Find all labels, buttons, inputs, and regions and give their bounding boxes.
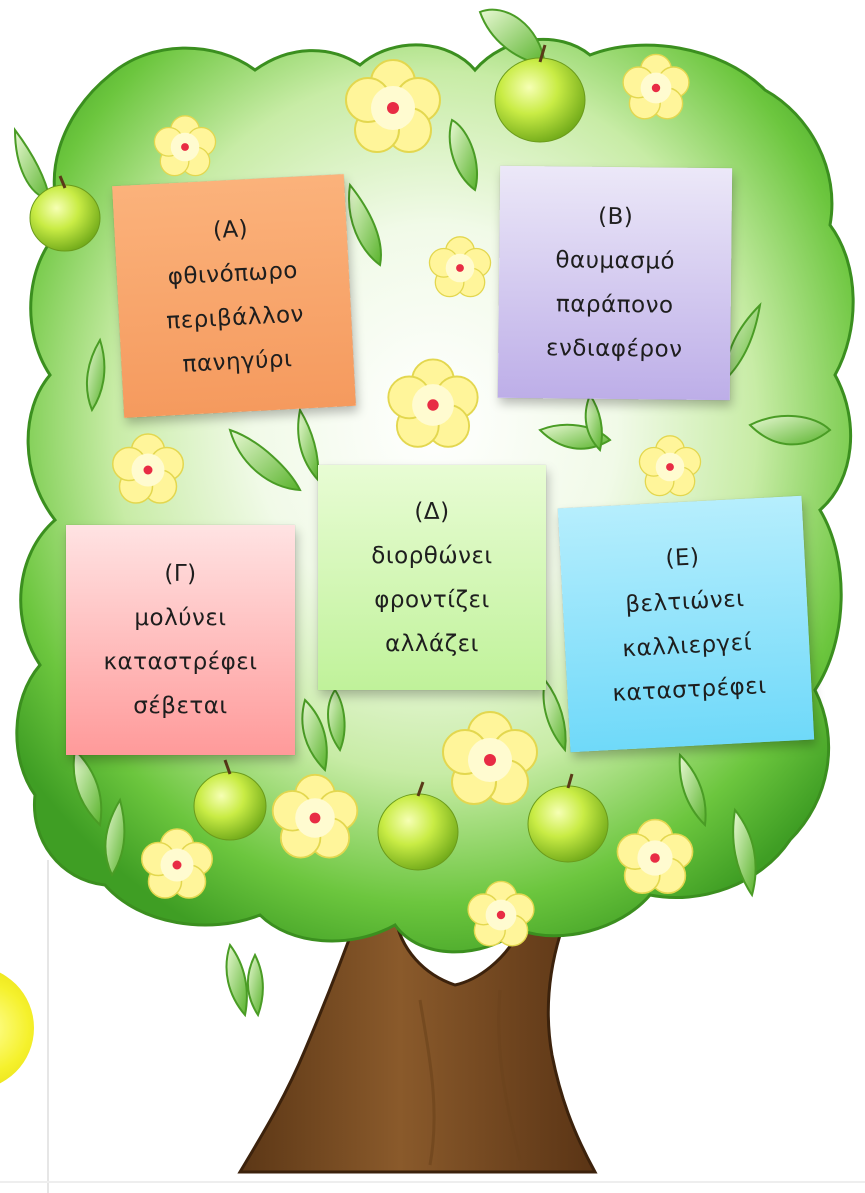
note-e: (Ε) βελτιώνει καλλιεργεί καταστρέφει — [557, 495, 815, 753]
flower-icon — [112, 53, 702, 947]
note-b-word-1: θαυμασμό — [555, 247, 676, 275]
note-d-word-2: φροντίζει — [374, 586, 490, 613]
note-d-label: (Δ) — [414, 498, 450, 525]
note-d-word-3: αλλάζει — [385, 630, 479, 657]
note-b-word-3: ενδιαφέρον — [545, 335, 683, 363]
note-e-word-3: καταστρέφει — [611, 672, 768, 707]
note-e-word-1: βελτιώνει — [624, 585, 746, 619]
note-g-word-3: σέβεται — [133, 693, 228, 719]
note-a-word-2: περιβάλλον — [165, 301, 305, 335]
note-b-word-2: παράπονο — [555, 291, 674, 319]
note-e-word-2: καλλιεργεί — [621, 629, 753, 663]
note-a-label: (Α) — [212, 216, 249, 244]
note-a: (Α) φθινόπωρο περιβάλλον πανηγύρι — [112, 174, 356, 418]
note-d: (Δ) διορθώνει φροντίζει αλλάζει — [318, 465, 546, 690]
note-g-label: (Γ) — [164, 561, 197, 587]
note-g-word-2: καταστρέφει — [103, 649, 258, 675]
leaf-icon — [13, 8, 832, 1018]
sun-icon — [0, 972, 34, 1084]
note-a-word-3: πανηγύρι — [181, 346, 293, 378]
apple-icon — [29, 44, 609, 871]
note-a-word-1: φθινόπωρο — [167, 257, 299, 291]
note-g: (Γ) μολύνει καταστρέφει σέβεται — [66, 525, 295, 755]
note-d-word-1: διορθώνει — [371, 542, 493, 569]
tree-trunk — [237, 913, 598, 1174]
note-g-word-1: μολύνει — [134, 605, 227, 631]
note-b-label: (Β) — [597, 203, 634, 231]
note-b: (Β) θαυμασμό παράπονο ενδιαφέρον — [497, 165, 733, 401]
note-e-label: (Ε) — [664, 544, 701, 572]
